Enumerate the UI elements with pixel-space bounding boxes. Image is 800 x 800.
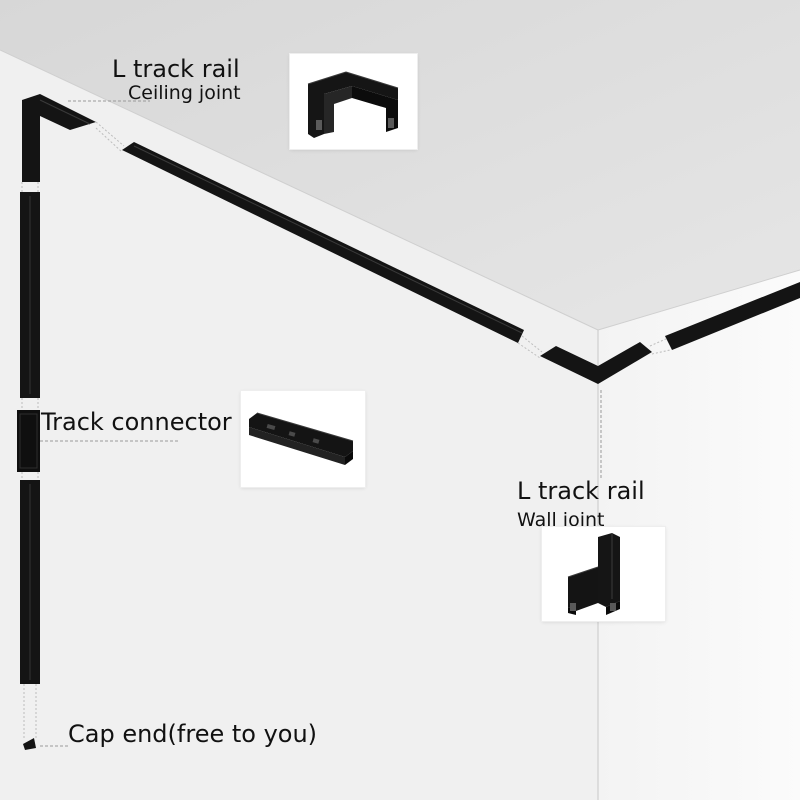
- wall-cap-end: [23, 738, 36, 750]
- corner-l-track-top-left: [22, 94, 96, 182]
- ceiling-joint-subtitle: Ceiling joint: [128, 82, 241, 104]
- track-connector-product-image: [241, 391, 365, 487]
- ceiling-rail-right: [665, 282, 800, 350]
- l-wall-product-icon: [567, 533, 620, 615]
- wall-track-connector: [17, 410, 40, 472]
- wall-joint-subtitle: Wall joint: [517, 509, 605, 531]
- ceiling-plane: [0, 0, 800, 330]
- corner-l-track-ceiling-corner: [540, 342, 652, 384]
- ceiling-edge-left: [0, 49, 599, 331]
- wall-joint-product-image: [542, 527, 665, 621]
- ceiling-joint-title: L track rail: [112, 55, 240, 83]
- l-corner-product-icon: [307, 71, 399, 138]
- leader-lines: [40, 100, 602, 747]
- right-wall-plane: [598, 270, 800, 800]
- assembly-gap-lines: [21, 121, 671, 740]
- wall-joint-title: L track rail: [517, 477, 645, 505]
- track-connector-title: Track connector: [41, 408, 232, 436]
- cap-end-title: Cap end(free to you): [68, 720, 318, 748]
- ceiling-edge-right: [597, 269, 800, 331]
- connector-product-icon: [249, 412, 354, 465]
- ceiling-joint-product-image: [290, 54, 417, 149]
- ceiling-rail-long: [122, 142, 524, 343]
